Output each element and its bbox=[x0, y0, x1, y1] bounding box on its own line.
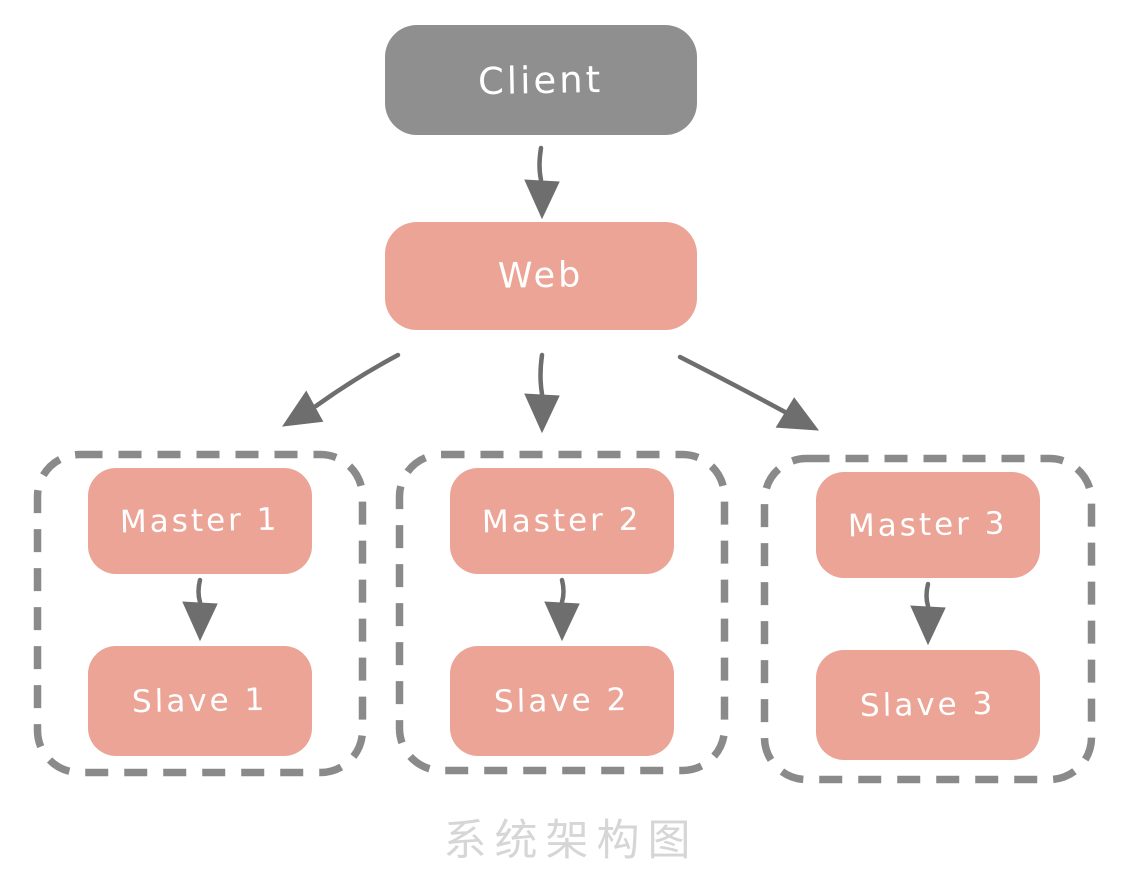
node-slave-3: Slave 3 bbox=[816, 650, 1040, 760]
node-master-2: Master 2 bbox=[450, 468, 674, 574]
arrow-web-to-master2-icon bbox=[524, 352, 560, 434]
arrow-web-to-master1-icon bbox=[281, 352, 401, 427]
node-web: Web bbox=[385, 222, 697, 330]
diagram-title: 系统架构图 bbox=[443, 816, 699, 866]
node-master-3-label: Master 3 bbox=[847, 505, 1009, 545]
arrows-web-to-masters bbox=[281, 352, 820, 434]
node-slave-2: Slave 2 bbox=[450, 646, 674, 756]
node-slave-1-label: Slave 1 bbox=[132, 681, 268, 721]
node-slave-2-label: Slave 2 bbox=[494, 681, 630, 721]
arrow-web-to-master3-icon bbox=[677, 354, 820, 431]
group-1: Master 1 Slave 1 bbox=[33, 450, 367, 777]
group-3-dashed-border bbox=[760, 454, 1096, 784]
node-web-label: Web bbox=[498, 255, 584, 297]
arrow-master2-to-slave2-icon bbox=[544, 577, 580, 642]
node-slave-3-label: Slave 3 bbox=[860, 685, 996, 725]
node-master-3: Master 3 bbox=[816, 472, 1040, 578]
node-slave-1: Slave 1 bbox=[88, 646, 312, 756]
group-1-dashed-border bbox=[33, 450, 367, 777]
group-3: Master 3 Slave 3 bbox=[760, 454, 1096, 784]
arrow-master1-to-slave1-icon bbox=[182, 577, 218, 642]
node-master-1-label: Master 1 bbox=[119, 501, 281, 541]
node-client-label: Client bbox=[478, 57, 604, 103]
group-2: Master 2 Slave 2 bbox=[395, 450, 729, 775]
node-master-1: Master 1 bbox=[88, 468, 312, 574]
node-master-2-label: Master 2 bbox=[481, 501, 643, 541]
arrow-client-to-web-icon bbox=[524, 145, 560, 220]
node-client: Client bbox=[385, 25, 697, 135]
arrow-master3-to-slave3-icon bbox=[910, 581, 946, 646]
group-2-dashed-border bbox=[395, 450, 729, 775]
